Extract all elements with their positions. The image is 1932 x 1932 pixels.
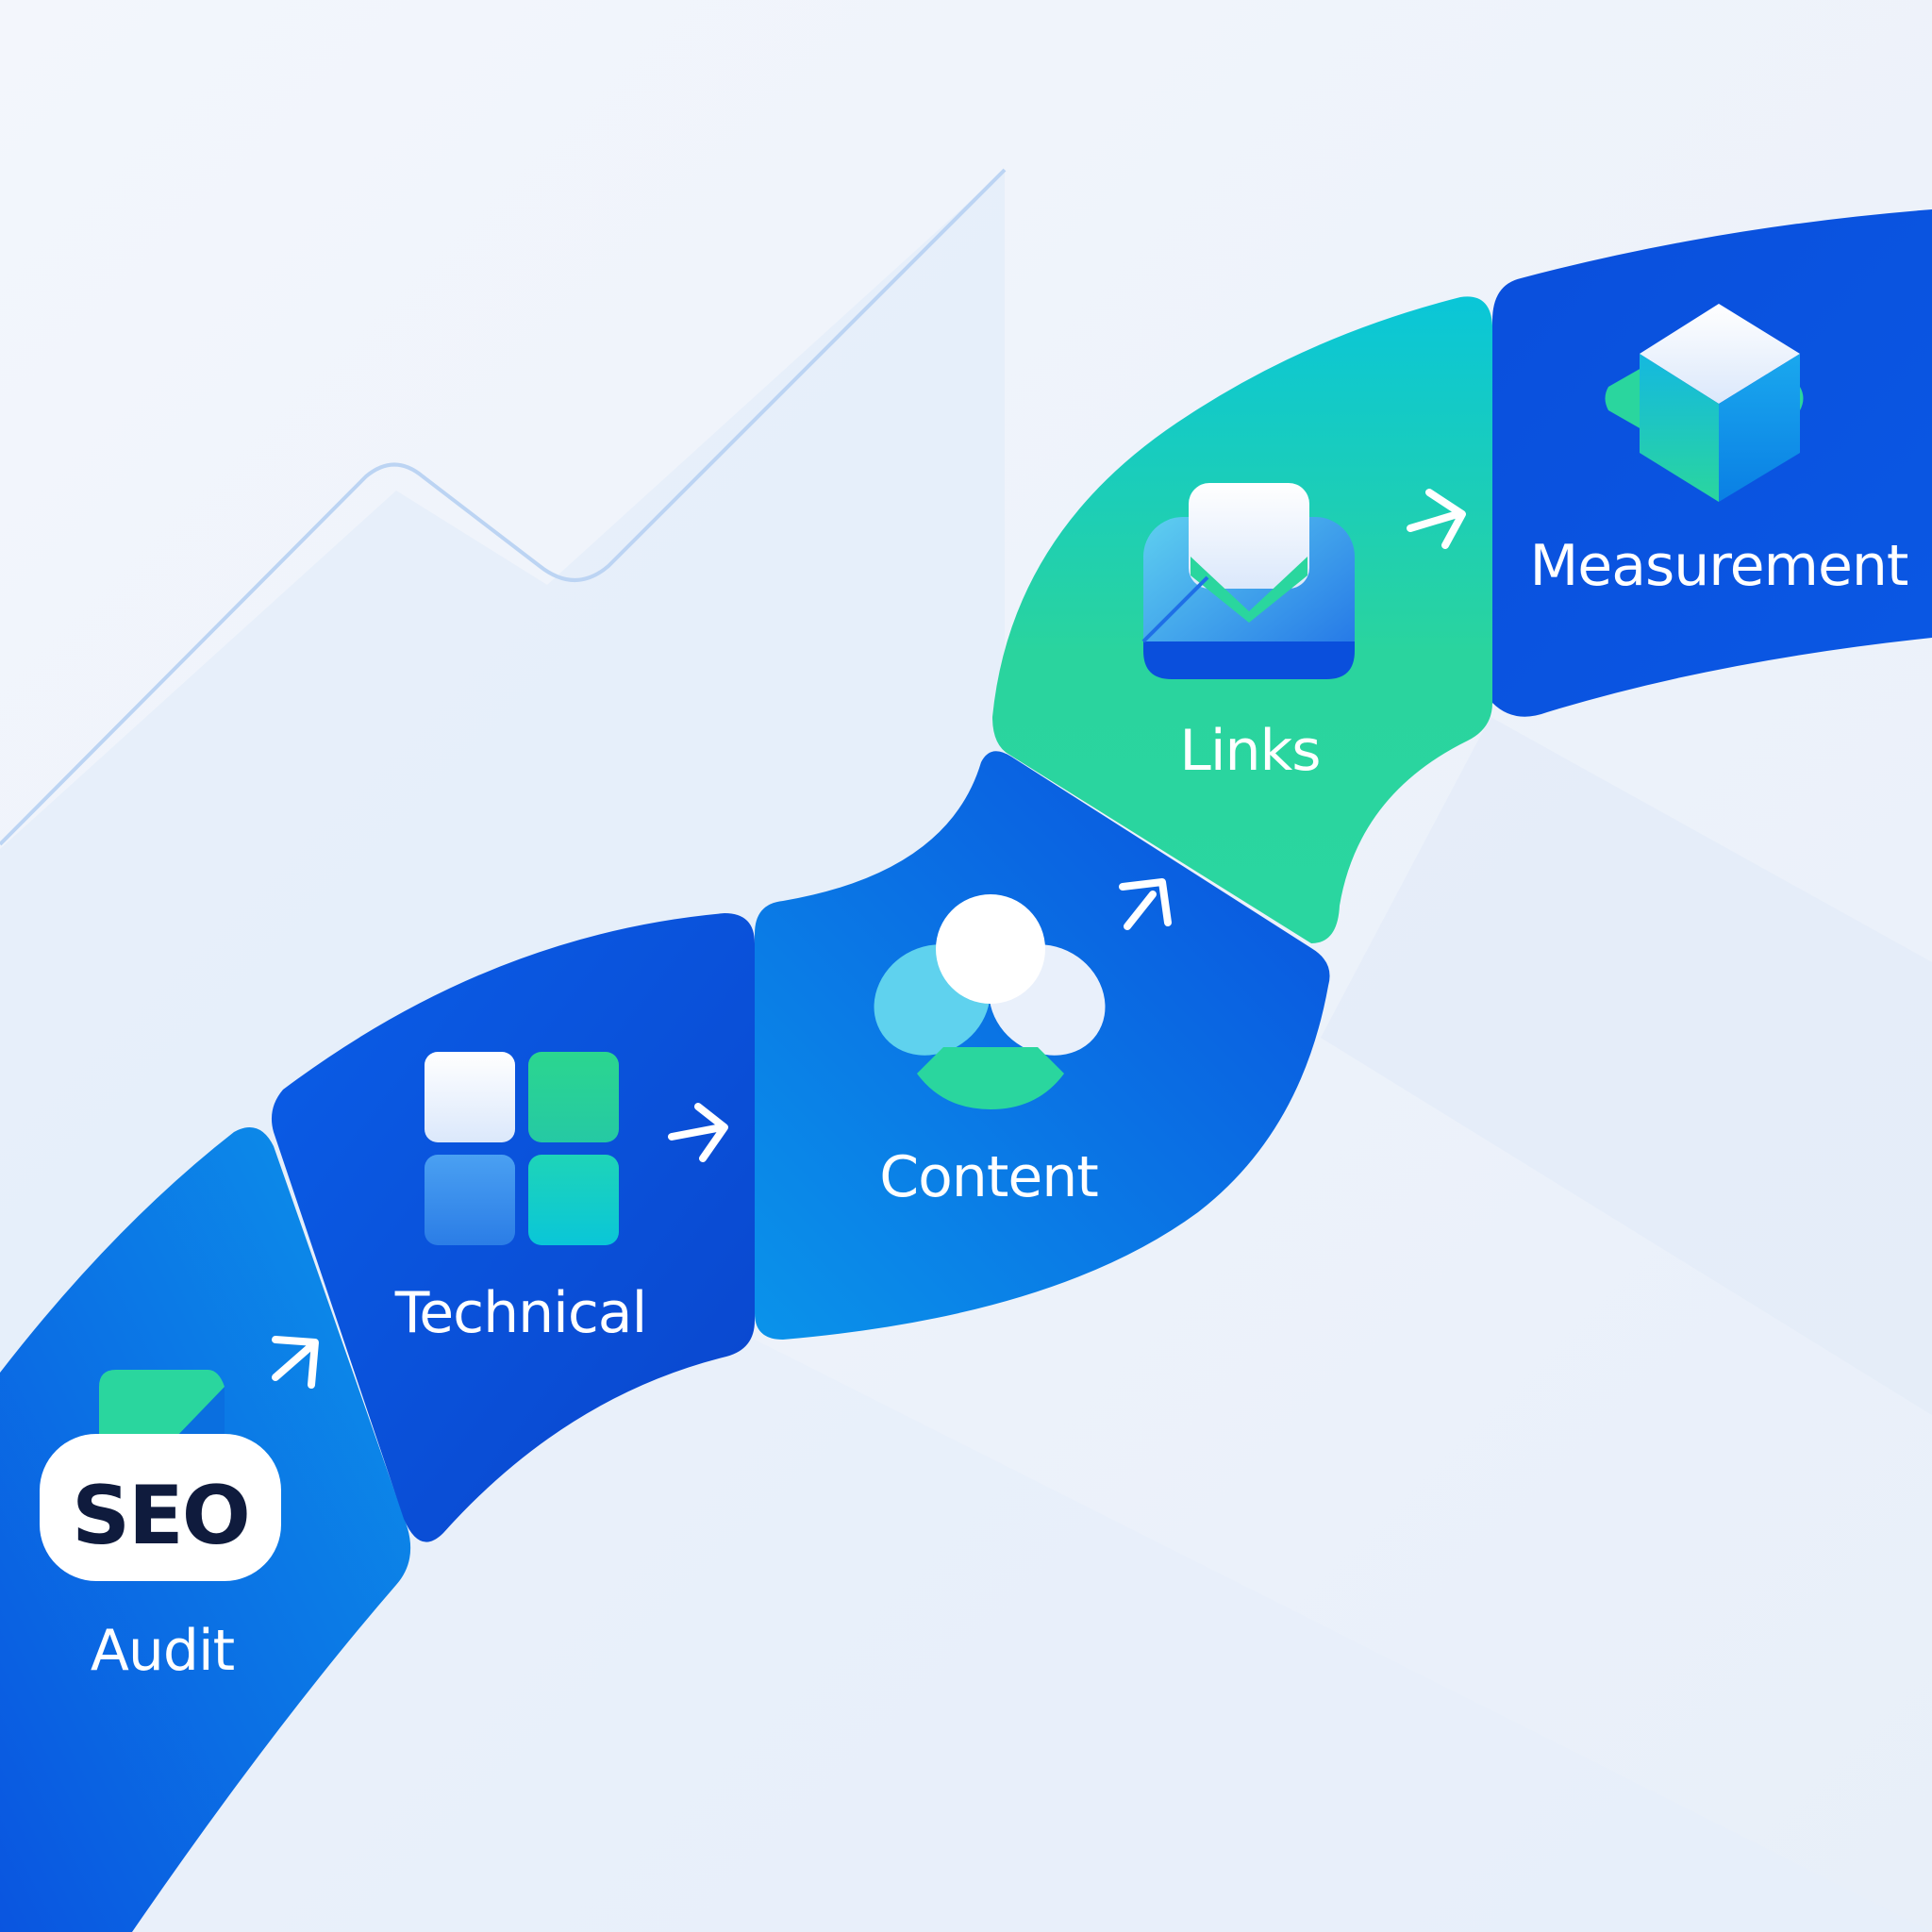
people-icon xyxy=(874,894,1106,1109)
step-measurement[interactable]: Measurement xyxy=(1492,209,1932,717)
step-content-label: Content xyxy=(879,1144,1098,1210)
cube-icon xyxy=(1605,304,1804,502)
background-shadow-plane-2 xyxy=(1321,717,1932,1415)
seo-badge-text: SEO xyxy=(72,1469,249,1563)
step-technical-label: Technical xyxy=(394,1280,647,1346)
step-measurement-label: Measurement xyxy=(1530,533,1908,599)
step-links-label: Links xyxy=(1179,718,1320,784)
step-links[interactable]: Links xyxy=(992,296,1492,943)
trend-line xyxy=(0,168,1007,846)
step-technical[interactable]: Technical xyxy=(271,913,755,1542)
grid-icon xyxy=(425,1052,619,1245)
arrow-icon xyxy=(1407,489,1466,549)
envelope-icon xyxy=(1141,483,1355,679)
arrow-icon xyxy=(668,1103,728,1162)
seo-badge-icon: SEO xyxy=(40,1370,281,1581)
arrow-icon xyxy=(1119,878,1172,930)
step-content[interactable]: Content xyxy=(755,751,1330,1340)
step-audit[interactable]: SEO Audit xyxy=(0,1127,411,1932)
arrow-icon xyxy=(272,1336,319,1389)
step-audit-label: Audit xyxy=(91,1618,235,1684)
